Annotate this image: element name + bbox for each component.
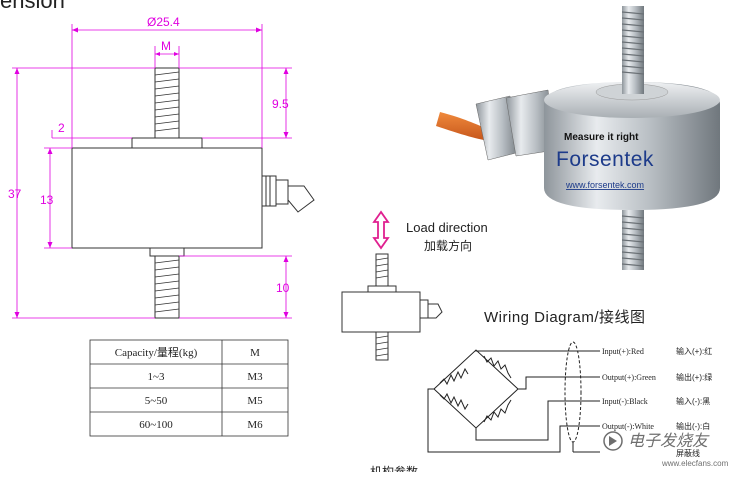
dim-body: 13 [40,193,54,207]
dimension-arrows [14,27,289,318]
product-photo: Measure it right Forsentek www.forsentek… [436,6,720,270]
orange-cable [436,112,496,142]
wire-label-input-plus-cn: 输入(+):红 [676,346,712,356]
cable-gland [261,175,315,213]
photo-tagline: Measure it right [564,132,639,143]
load-direction-label-en: Load direction [406,220,488,235]
load-arrow-icon [372,210,390,250]
dim-total: 37 [8,187,22,201]
bottom-boss [149,247,185,257]
table-header-capacity: Capacity/量程(kg) [115,346,198,359]
load-direction: Load direction 加载方向 [372,210,488,253]
capacity-table: Capacity/量程(kg) M 1~3 M3 5~50 M5 60~100 … [89,339,289,437]
table-cell-capacity-2: 5~50 [145,395,168,407]
dim-bottom-length: 10 [276,281,290,295]
wire-label-input-plus: Input(+):Red [602,347,644,356]
photo-cable-gland [475,89,557,161]
wire-label-input-minus-cn: 输入(-):黑 [676,396,710,406]
photo-url: www.forsentek.com [565,180,644,190]
wire-label-output-minus-cn: 输出(-):白 [676,421,710,431]
photo-brand: Forsentek [556,148,654,171]
photo-top-stud [621,6,645,94]
table-cell-m-1: M3 [247,371,263,383]
photo-body [544,82,720,210]
wire-label-output-plus: Output(+):Green [602,373,656,382]
top-boss [131,137,203,149]
table-header-m: M [250,347,260,359]
watermark-url: www.elecfans.com [661,459,729,468]
watermark-logo-icon [603,431,623,451]
dim-top-length: 9.5 [272,97,289,111]
photo-bottom-stud [621,210,645,270]
dim-diameter: Ø25.4 [147,15,180,29]
page-title-fragment: ension [0,0,65,13]
sensor-body [71,147,263,249]
wire-label-shield: 屏蔽线 [676,448,700,458]
wire-label-output-minus: Output(-):White [602,422,654,431]
bottom-stud [154,255,180,319]
table-cell-m-2: M5 [247,395,263,407]
bottom-text-fragment: 机构参数 [370,464,418,472]
table-cell-capacity-1: 1~3 [148,371,165,383]
small-sensor-drawing [341,253,443,361]
wire-label-input-minus: Input(-):Black [602,397,648,406]
wire-label-output-plus-cn: 输出(+):绿 [676,372,712,382]
watermark-text: 电子发烧友 [628,432,710,450]
load-direction-label-cn: 加载方向 [424,238,472,253]
top-thread-lines [154,71,180,132]
wiring-title: Wiring Diagram/接线图 [484,309,646,326]
watermark: 电子发烧友 www.elecfans.com [603,431,729,468]
dim-step: 2 [58,121,65,135]
dim-thread: M [161,39,171,53]
top-stud [154,67,180,139]
wiring-diagram: Wiring Diagram/接线图 Input(+):Red 输入(+):红 … [427,309,712,458]
wheatstone-bridge [427,341,600,453]
table-cell-capacity-3: 60~100 [139,419,173,431]
technical-drawing: Ø25.4 M 9.5 2 37 13 10 [8,15,315,319]
table-cell-m-3: M6 [247,419,263,431]
bottom-thread-lines [154,259,180,313]
